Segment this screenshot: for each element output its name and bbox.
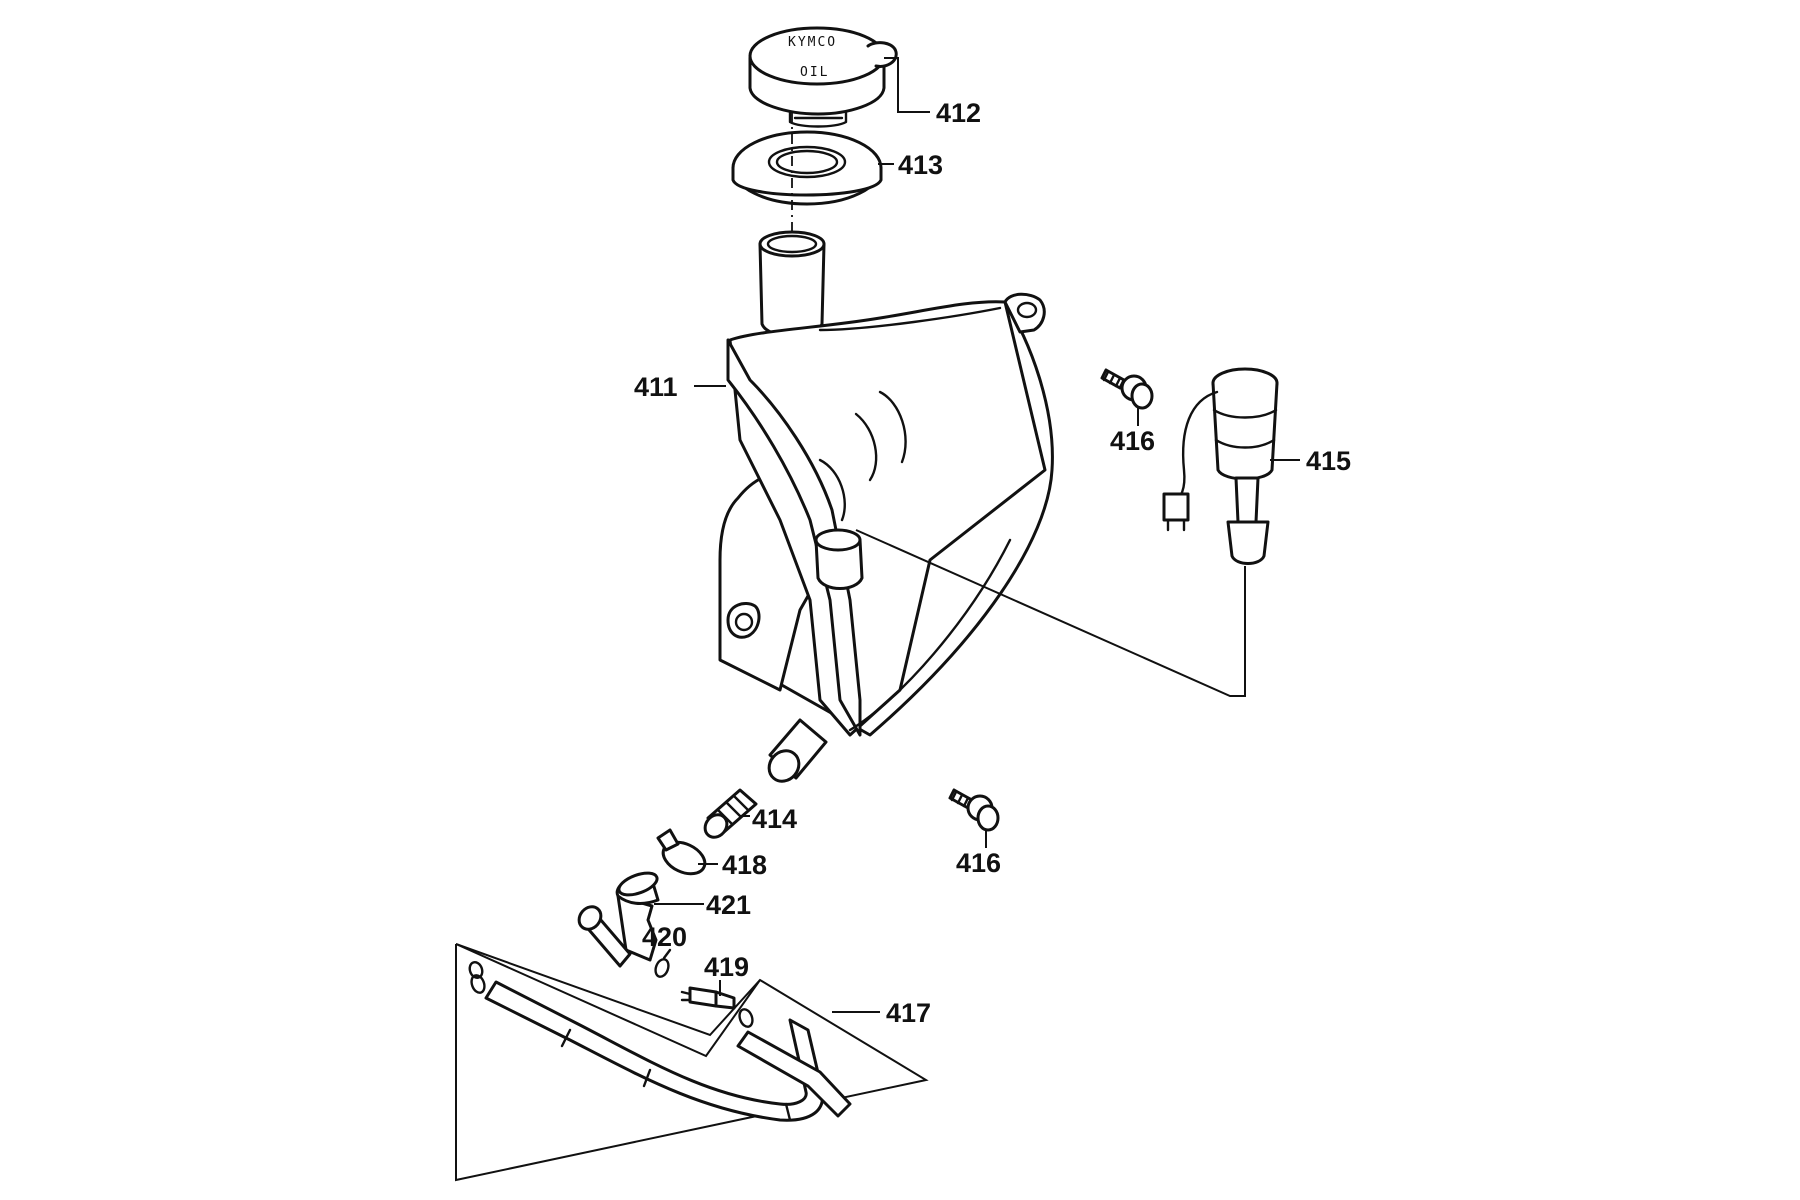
small-clip-420	[654, 948, 672, 978]
oil-cap-412: KYMCO OIL	[748, 26, 898, 128]
callout-414: 414	[752, 804, 797, 834]
callout-417: 417	[886, 998, 931, 1028]
elbow-joint-421	[577, 871, 660, 968]
callout-413: 413	[898, 150, 943, 180]
callout-412: 412	[936, 98, 981, 128]
leader-lines	[654, 57, 1300, 1013]
leader-412	[884, 57, 930, 113]
callout-411: 411	[634, 372, 678, 402]
bolt-washer-416-lower	[948, 788, 1000, 832]
oil-tank-411	[718, 230, 1054, 783]
callout-416-upper: 416	[1110, 426, 1155, 456]
callout-419: 419	[704, 952, 749, 982]
oil-hose-kit-417	[455, 943, 929, 1182]
callout-420: 420	[642, 922, 687, 952]
check-valve-419	[680, 986, 736, 1010]
callout-421: 421	[706, 890, 751, 920]
cap-oil-text: OIL	[800, 65, 829, 80]
callout-416-lower: 416	[956, 848, 1001, 878]
callout-415: 415	[1306, 446, 1351, 476]
bolt-washer-416-upper	[1100, 368, 1154, 410]
cap-brand-text: KYMCO	[788, 35, 837, 50]
oil-level-sensor-415	[1162, 367, 1279, 565]
hose-clip-418	[656, 828, 707, 876]
callout-labels: 412 413 411 415 416 416 414 418 421 420 …	[634, 98, 1351, 1028]
callout-418: 418	[722, 850, 767, 880]
cap-gasket-413	[731, 130, 883, 206]
breather-fitting-414	[703, 788, 758, 839]
leader-sensor-to-tank	[855, 529, 1246, 697]
